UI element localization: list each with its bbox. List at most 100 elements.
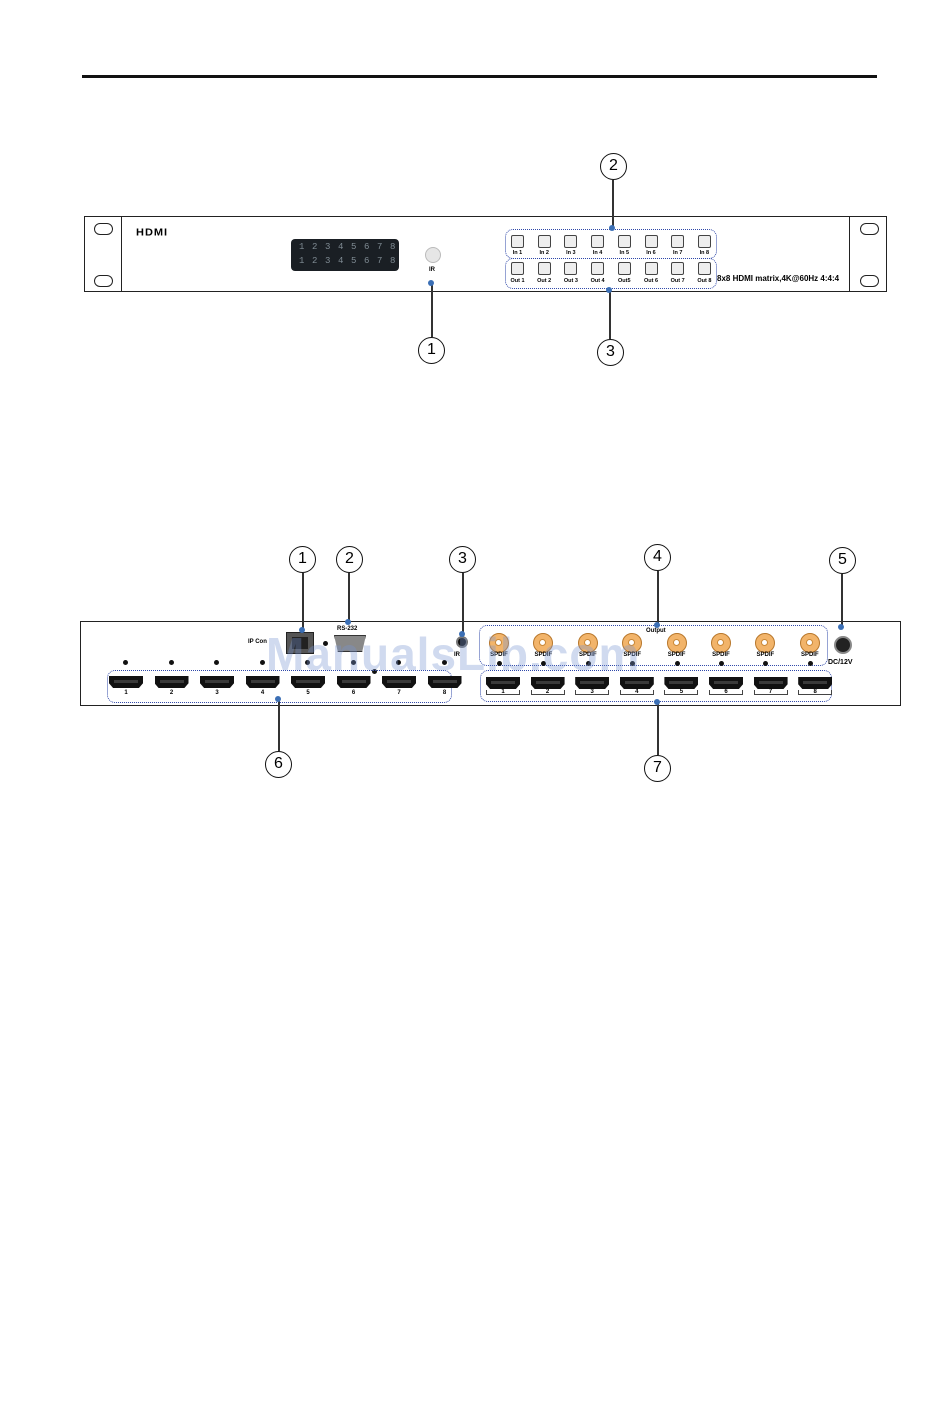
input-select-button: [671, 235, 685, 248]
hdmi-input-port: [291, 676, 325, 688]
output-button-label: Out 4: [590, 278, 605, 284]
output-select-button: [591, 262, 605, 275]
leader-dot: [299, 627, 305, 633]
input-button-label: In 2: [539, 250, 549, 256]
output-button-label: Out5: [618, 278, 631, 284]
leader-line: [612, 180, 614, 227]
output-button-label: Out 6: [643, 278, 659, 284]
hdmi-input-number: 1: [124, 690, 128, 696]
display-digit: 7: [377, 242, 383, 252]
input-button-label: In 3: [566, 250, 576, 256]
display-digit: 4: [338, 256, 344, 266]
status-led: [372, 669, 377, 674]
output-label: Output: [646, 628, 666, 634]
display-digit: 2: [312, 242, 318, 252]
spdif-label: SPDIF: [534, 652, 553, 658]
input-select-button: [644, 235, 658, 248]
input-select-button: [617, 235, 631, 248]
leader-line: [462, 573, 464, 634]
spdif-rca-connector: [711, 633, 731, 653]
leader-line: [348, 573, 350, 622]
display-digit: 2: [312, 256, 318, 266]
spdif-rca-connector: [666, 633, 687, 653]
port-bracket: [753, 690, 788, 695]
display-digit: 3: [325, 256, 331, 266]
input-button-label: In 5: [619, 250, 630, 256]
display-digit: 1: [299, 256, 305, 266]
hdmi-output-number: 1: [501, 689, 505, 695]
hdmi-output-number: 4: [635, 689, 639, 695]
leader-line: [657, 702, 659, 755]
status-led: [807, 661, 813, 666]
input-select-button: [537, 235, 551, 248]
status-led: [323, 641, 328, 646]
hdmi-input-number: 3: [215, 690, 219, 696]
output-button-label: Out 3: [563, 278, 578, 284]
output-select-button: [697, 262, 711, 275]
spdif-label: SPDIF: [667, 652, 686, 658]
hdmi-output-number: 3: [590, 689, 594, 695]
hdmi-input-number: 2: [169, 690, 174, 696]
hdmi-output-port: [664, 677, 699, 689]
port-bracket: [709, 690, 743, 695]
output-button-label: Out 1: [510, 278, 525, 284]
display-digit: 8: [390, 242, 396, 252]
status-led: [541, 661, 547, 666]
port-bracket: [486, 690, 520, 695]
hdmi-input-port: [427, 676, 462, 688]
port-bracket: [798, 690, 833, 695]
leader-dot: [838, 624, 844, 630]
display-digit: 8: [390, 256, 396, 266]
hdmi-input-number: 7: [397, 690, 401, 696]
rack-slot: [860, 223, 879, 235]
port-bracket: [530, 690, 565, 695]
leader-dot: [654, 622, 660, 628]
ip-control-label: IP Con: [248, 639, 267, 645]
leader-line: [431, 283, 433, 337]
output-select-button: [644, 262, 658, 275]
hdmi-input-number: 8: [442, 690, 447, 696]
input-button-label: In 1: [512, 250, 523, 256]
watermark: ManualsLib.com: [266, 628, 641, 680]
leader-line: [609, 290, 611, 339]
display-digit: 6: [364, 256, 370, 266]
output-button-label: Out 7: [670, 278, 685, 284]
status-led: [259, 660, 265, 665]
hdmi-output-port: [575, 677, 610, 689]
display-digit: 4: [338, 242, 344, 252]
spdif-rca-connector: [577, 633, 598, 653]
output-button-label: Out 8: [697, 278, 712, 284]
hdmi-input-number: 6: [351, 690, 356, 696]
input-select-button: [511, 235, 524, 248]
display-digit: 6: [364, 242, 370, 252]
display-digit: 1: [299, 242, 305, 252]
output-select-button: [537, 262, 551, 275]
rack-slot: [860, 275, 879, 287]
hdmi-input-number: 5: [306, 690, 310, 696]
spdif-label: SPDIF: [578, 652, 597, 658]
hdmi-input-number: 4: [260, 690, 265, 696]
callout-front-3: 3: [597, 339, 624, 366]
output-select-button: [511, 262, 524, 275]
input-button-label: In 6: [646, 250, 656, 256]
spdif-output-group: [479, 625, 828, 666]
left-rack-ear: [85, 217, 122, 291]
hdmi-input-port: [200, 676, 234, 688]
status-led: [441, 660, 447, 665]
callout-rear-4: 4: [644, 544, 671, 571]
leader-dot: [606, 287, 612, 293]
spdif-rca-connector: [489, 633, 509, 653]
input-button-label: In 4: [592, 250, 603, 256]
spdif-label: SPDIF: [712, 652, 730, 658]
spdif-rca-connector: [799, 633, 820, 653]
status-led: [396, 660, 401, 665]
callout-front-2: 2: [600, 153, 627, 180]
output-buttons-group: [505, 258, 717, 289]
status-led: [497, 661, 502, 666]
leader-line: [278, 699, 280, 751]
callout-rear-3: 3: [449, 546, 476, 573]
hdmi-output-port: [486, 677, 520, 689]
callout-rear-2: 2: [336, 546, 363, 573]
hdmi-output-port: [530, 677, 565, 689]
hdmi-output-port: [619, 677, 654, 689]
